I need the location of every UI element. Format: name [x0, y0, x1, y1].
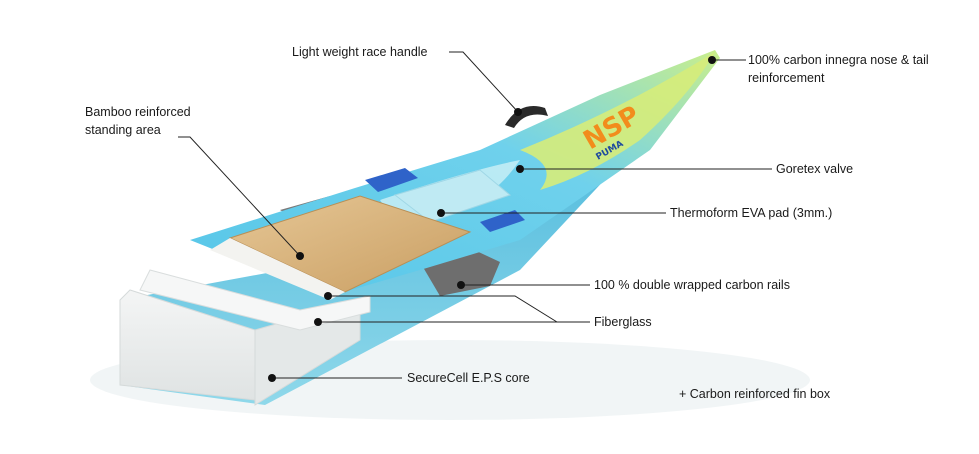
deck-graphic: [520, 52, 715, 190]
label-race-handle: Light weight race handle: [292, 45, 428, 59]
label-fiberglass: Fiberglass: [594, 315, 652, 329]
callout-dot-handle: [514, 108, 522, 116]
callout-dot-bamboo: [296, 252, 304, 260]
callout-dot-nose: [708, 56, 716, 64]
eva-pad-rear: [480, 210, 525, 232]
fiberglass-layer: [139, 269, 371, 331]
callout-dot-core: [268, 374, 276, 382]
leader-handle: [449, 51, 519, 113]
leader-bamboo: [178, 136, 301, 257]
leader-fiberglass-1: [328, 295, 558, 323]
label-nose-reinforcement: 100% carbon innegra nose & tail reinforc…: [748, 53, 929, 85]
callout-dot-fiberglass-2: [314, 318, 322, 326]
eva-pad-main: [393, 169, 512, 223]
label-eps-core: SecureCell E.P.S core: [407, 371, 530, 385]
bamboo-underlay: [210, 238, 345, 300]
label-eva-pad: Thermoform EVA pad (3mm.): [670, 206, 833, 220]
race-handle: [505, 106, 548, 128]
callout-dot-rails: [457, 281, 465, 289]
callout-dot-goretex: [516, 165, 524, 173]
label-carbon-rails: 100 % double wrapped carbon rails: [594, 278, 790, 292]
callout-dot-fiberglass-1: [324, 292, 332, 300]
callout-dot-eva: [437, 209, 445, 217]
eva-pad-front: [365, 168, 418, 192]
label-fin-box: + Carbon reinforced fin box: [679, 387, 831, 401]
label-goretex-valve: Goretex valve: [776, 162, 854, 176]
label-bamboo-area: Bamboo reinforced standing area: [85, 105, 191, 137]
